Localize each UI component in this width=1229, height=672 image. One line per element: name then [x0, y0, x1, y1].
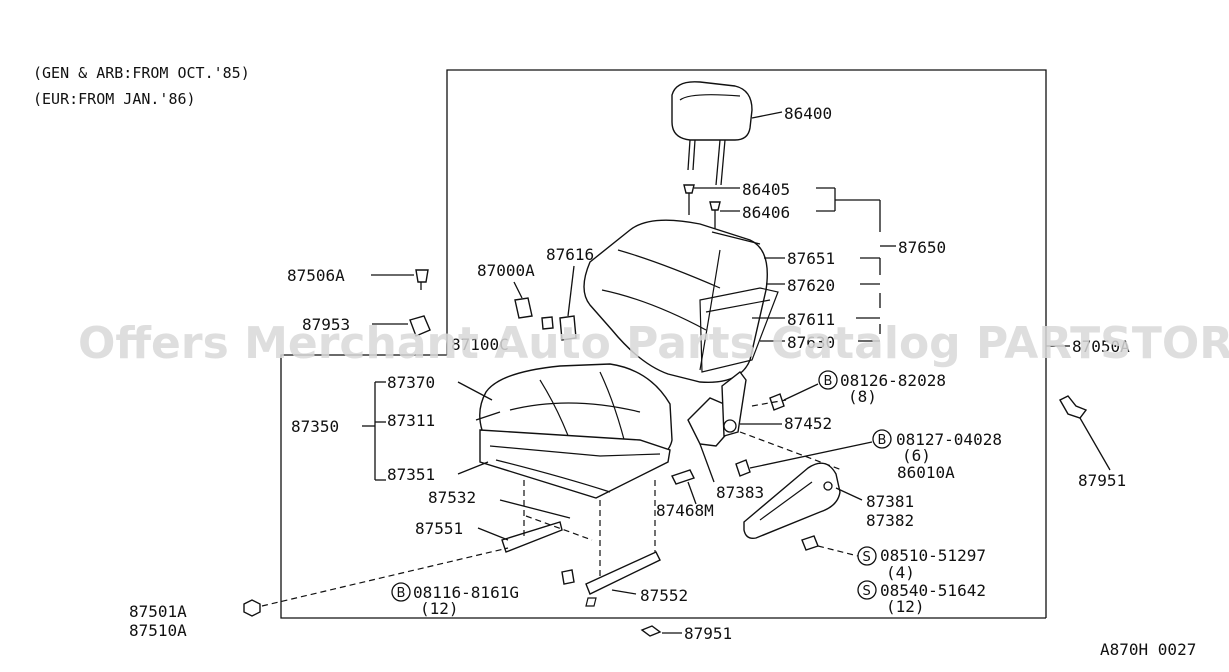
label-08127-qty: (6) [902, 446, 931, 465]
seat-back [583, 219, 779, 384]
label-87468M: 87468M [656, 501, 714, 520]
label-87501A: 87501A [129, 602, 187, 621]
label-87506A: 87506A [287, 266, 345, 285]
svg-text:B: B [397, 586, 406, 601]
bolt-87501A [243, 599, 261, 617]
label-87630: 87630 [787, 333, 835, 352]
label-87551: 87551 [415, 519, 463, 538]
hinge-cover [514, 297, 577, 341]
label-87510A: 87510A [129, 621, 187, 640]
label-87370: 87370 [387, 373, 435, 392]
label-87050A: 87050A [1072, 337, 1130, 356]
label-87620: 87620 [787, 276, 835, 295]
label-87383: 87383 [716, 483, 764, 502]
headrest-guides [683, 184, 721, 230]
label-87951-right: 87951 [1078, 471, 1126, 490]
label-87382: 87382 [866, 511, 914, 530]
label-08510-51297: 08510-51297 [880, 546, 986, 565]
svg-text:S: S [863, 584, 871, 599]
clip-87506A [415, 269, 429, 290]
note-eur: (EUR:FROM JAN.'86) [33, 90, 196, 108]
label-87611: 87611 [787, 310, 835, 329]
bracket-87650 [816, 187, 896, 342]
svg-text:B: B [878, 433, 887, 448]
badge-b-08116: B [391, 582, 411, 602]
label-87552: 87552 [640, 586, 688, 605]
cap-87953 [409, 315, 431, 337]
label-86406: 86406 [742, 203, 790, 222]
bracket-87350 [362, 381, 386, 481]
label-86010A: 86010A [897, 463, 955, 482]
badge-s-08510: S [857, 546, 877, 566]
label-87100C: 87100C [451, 335, 509, 354]
label-86405: 86405 [742, 180, 790, 199]
label-87000A: 87000A [477, 261, 535, 280]
recliner-mechanism [687, 371, 785, 477]
label-87651: 87651 [787, 249, 835, 268]
label-08127-04028: 08127-04028 [896, 430, 1002, 449]
badge-b-08127: B [872, 429, 892, 449]
label-87381: 87381 [866, 492, 914, 511]
label-87452: 87452 [784, 414, 832, 433]
figure-code: A870H 0027 [1100, 640, 1196, 659]
headrest [671, 81, 753, 186]
note-gen-arb: (GEN & ARB:FROM OCT.'85) [33, 64, 250, 82]
label-08116-qty: (12) [420, 599, 459, 618]
seat-cushion-frame [280, 354, 1046, 619]
label-87311: 87311 [387, 411, 435, 430]
label-08126-qty: (8) [848, 387, 877, 406]
label-08116-8161G: 08116-8161G [413, 583, 519, 602]
part-87468M [671, 469, 695, 485]
label-87350: 87350 [291, 417, 339, 436]
label-87951-bottom: 87951 [684, 624, 732, 643]
clip-87951-bottom [640, 625, 662, 637]
svg-text:S: S [863, 550, 871, 565]
label-87953: 87953 [302, 315, 350, 334]
side-cover-87381 [743, 462, 841, 551]
svg-text:B: B [824, 374, 833, 389]
label-08510-qty: (4) [886, 563, 915, 582]
badge-b-08126: B [818, 370, 838, 390]
label-08540-qty: (12) [886, 597, 925, 616]
label-08126-82028: 08126-82028 [840, 371, 946, 390]
seat-back-frame [446, 69, 1047, 618]
label-87532: 87532 [428, 488, 476, 507]
slide-rail-inner [501, 521, 661, 607]
seat-cushion [479, 363, 673, 499]
label-87616: 87616 [546, 245, 594, 264]
label-08540-51642: 08540-51642 [880, 581, 986, 600]
badge-s-08540: S [857, 580, 877, 600]
label-86400: 86400 [784, 104, 832, 123]
label-87650: 87650 [898, 238, 946, 257]
label-87351: 87351 [387, 465, 435, 484]
clip-87951-right [1059, 395, 1088, 419]
watermark-text: Offers Merchant Auto Parts Catalog PARTS… [78, 318, 1229, 369]
